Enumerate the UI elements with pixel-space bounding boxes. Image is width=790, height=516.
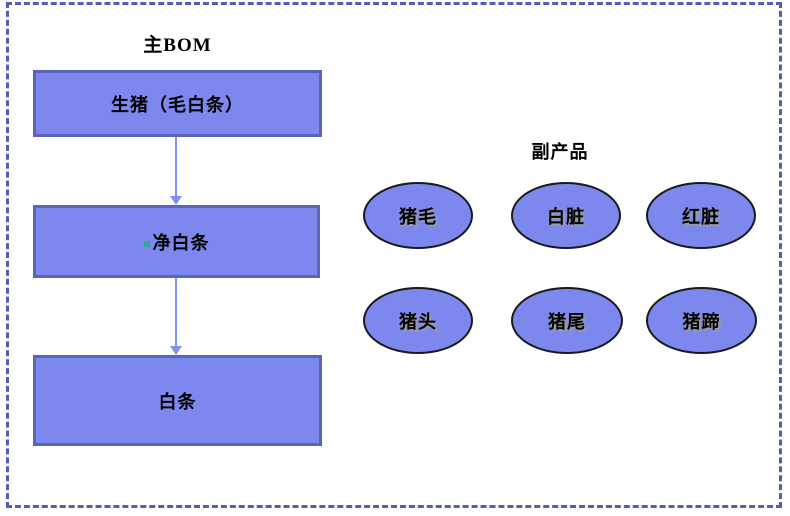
main-bom-title: 主BOM xyxy=(143,35,212,56)
green-square-bullet-icon xyxy=(143,240,150,247)
flow-node-label: 生猪（毛白条） xyxy=(111,94,244,115)
byproduct-label: 猪蹄 xyxy=(682,311,721,332)
flow-node-white-strip[interactable]: 白条 xyxy=(33,355,322,446)
byproduct-pig-hair[interactable]: 猪毛 xyxy=(363,182,473,249)
byproduct-label: 猪尾 xyxy=(548,311,586,332)
byproduct-label: 猪毛 xyxy=(399,206,437,227)
byproduct-label: 猪头 xyxy=(399,311,437,332)
byproduct-pig-trotter[interactable]: 猪蹄 xyxy=(646,287,757,354)
dashed-border-frame xyxy=(6,2,782,508)
flow-node-label: 白条 xyxy=(158,391,197,412)
flow-node-net-strip[interactable]: 净白条 xyxy=(33,205,320,278)
byproducts-title: 副产品 xyxy=(531,142,589,162)
byproduct-pig-tail[interactable]: 猪尾 xyxy=(511,287,623,354)
flow-node-live-pig[interactable]: 生猪（毛白条） xyxy=(33,70,322,137)
byproduct-white-organs[interactable]: 白脏 xyxy=(511,182,621,249)
byproduct-label: 白脏 xyxy=(547,206,585,227)
flow-node-label: 净白条 xyxy=(143,229,210,255)
arrow-head-icon xyxy=(170,346,182,355)
byproduct-pig-head[interactable]: 猪头 xyxy=(363,287,473,354)
arrow-head-icon xyxy=(170,196,182,205)
byproduct-red-organs[interactable]: 红脏 xyxy=(646,182,756,249)
arrow-shaft xyxy=(175,278,177,347)
byproduct-label: 红脏 xyxy=(682,206,720,227)
arrow-shaft xyxy=(175,137,177,197)
